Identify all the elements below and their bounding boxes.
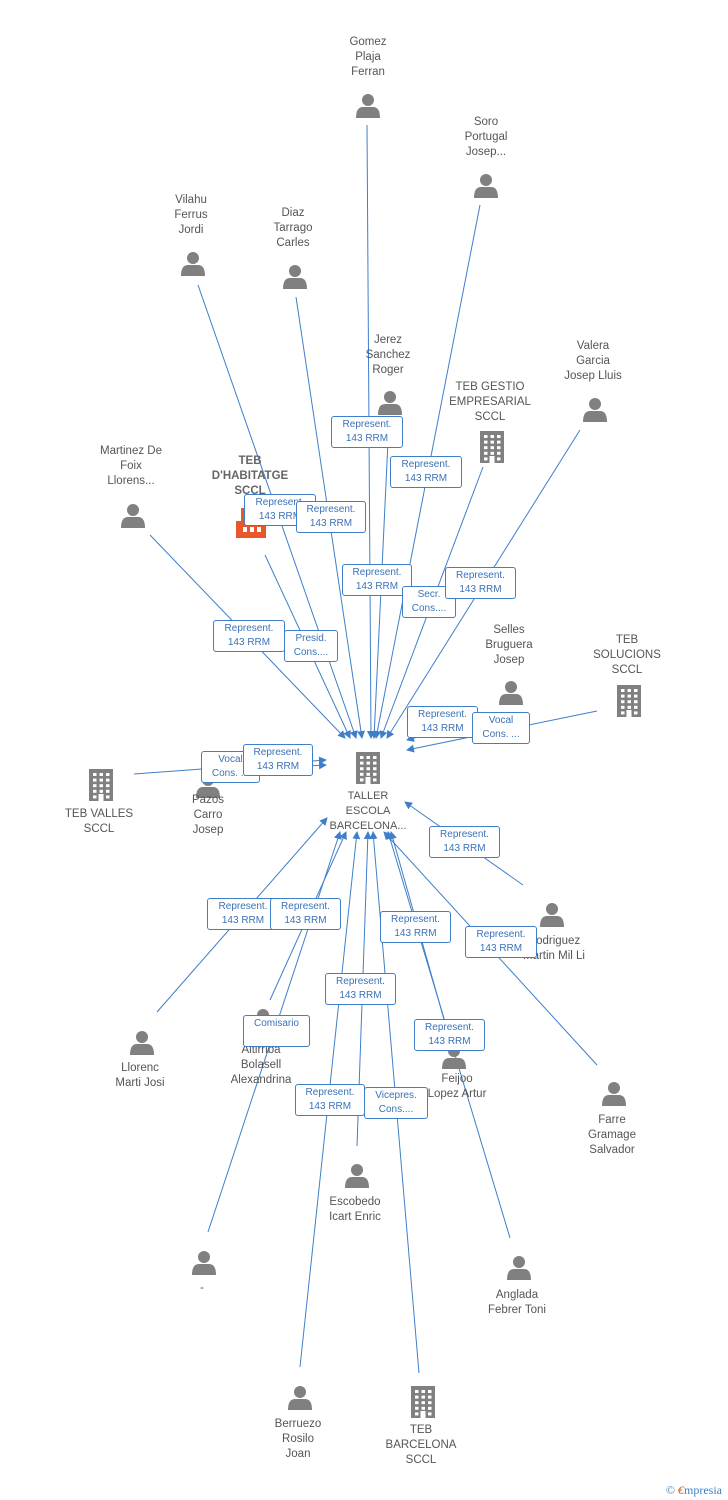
person-icon [356,94,380,118]
node-label-tebhabitatge[interactable]: TEB D'HABITATGE SCCL [211,455,289,497]
edge-label-selles[interactable]: Represent. 143 RRM [407,706,478,738]
person-icon [540,903,564,927]
node-label-gomez[interactable]: Gomez Plaja Ferran [349,36,387,78]
person-icon [378,391,402,415]
node-label-tebvalles[interactable]: TEB VALLES SCCL [64,808,134,835]
brand-logo-e: € [678,1483,684,1497]
edge-label-feijoo[interactable]: Represent. 143 RRM [380,911,451,943]
node-label-berruezo[interactable]: Berruezo Rosilo Joan [274,1418,322,1460]
person-icon [130,1031,154,1055]
person-icon [283,265,307,289]
node-label-center[interactable]: TALLER ESCOLA BARCELONA... [329,790,407,832]
node-label-vilahu[interactable]: Vilahu Ferrus Jordi [174,194,208,236]
edge-label-diaz[interactable]: Represent. 143 RRM [296,501,366,533]
icons-layer [89,94,641,1418]
edge-label-rodriguez[interactable]: Represent. 143 RRM [429,826,500,858]
edge-label-farre[interactable]: Represent. 143 RRM [465,926,537,958]
edge-label-jerez[interactable]: Represent. 143 RRM [342,564,412,596]
edge-label-altirriba[interactable]: Represent. 143 RRM [270,898,341,930]
person-icon [602,1082,626,1106]
edge-label-tebhabitatge[interactable]: Presid. Cons.... [284,630,338,662]
building-icon [356,752,380,784]
edge-label-valera[interactable]: Represent. 143 RRM [445,567,516,599]
node-label-altirriba[interactable]: Altirriba Bolasell Alexandrina [230,1044,292,1086]
footer-brand: © €mpresia [666,1483,722,1498]
building-icon [480,431,504,463]
node-label-valera[interactable]: Valera Garcia Josep Lluis [564,340,622,382]
node-label-diaz[interactable]: Diaz Tarrago Carles [273,207,313,249]
node-label-pazos[interactable]: Pazos Carro Josep [192,794,224,836]
node-label-dash[interactable]: - [200,1282,204,1294]
edge-label-anglada[interactable]: Represent. 143 RRM [414,1019,485,1051]
edge-label-martinez[interactable]: Represent. 143 RRM [213,620,285,652]
person-icon [499,681,523,705]
edge-label-soro[interactable]: Represent. 143 RRM [390,456,462,488]
node-label-llorenc[interactable]: Llorenc Marti Josi [115,1062,165,1089]
edge-label-gomez[interactable]: Represent. 143 RRM [331,416,403,448]
edge-label-tebsolucions[interactable]: Vocal Cons. ... [472,712,530,744]
person-icon [474,174,498,198]
node-label-selles[interactable]: Selles Bruguera Josep [485,624,533,666]
building-icon [617,685,641,717]
node-label-tebbarcelona[interactable]: TEB BARCELONA SCCL [385,1424,457,1466]
node-label-martinez[interactable]: Martinez De Foix Llorens... [100,445,162,487]
node-label-feijoo[interactable]: Feijoo Lopez Artur [427,1073,487,1100]
edge-label-escobedo[interactable]: Represent. 143 RRM [325,973,396,1005]
node-label-tebgestio[interactable]: TEB GESTIO EMPRESARIAL SCCL [449,381,531,423]
person-icon [507,1256,531,1280]
person-icon [583,398,607,422]
person-icon [345,1164,369,1188]
brand-name: mpresia [684,1483,722,1497]
edge-label-llorenc[interactable]: Represent. 143 RRM [207,898,279,930]
copyright-symbol: © [665,1483,675,1497]
person-icon [181,252,205,276]
edge-label-dash[interactable]: Comisario [243,1015,310,1047]
edge-label-tebbarcelona[interactable]: Vicepres. Cons.... [364,1087,428,1119]
node-label-anglada[interactable]: Anglada Febrer Toni [488,1289,546,1316]
node-label-tebsolucions[interactable]: TEB SOLUCIONS SCCL [593,634,661,676]
edge-label-pazos[interactable]: Represent. 143 RRM [243,744,313,776]
node-label-escobedo[interactable]: Escobedo Icart Enric [329,1196,381,1223]
person-icon [121,504,145,528]
person-icon [288,1386,312,1410]
building-icon [411,1386,435,1418]
person-icon [192,1251,216,1275]
node-label-soro[interactable]: Soro Portugal Josep... [464,116,508,158]
building-icon [89,769,113,801]
node-label-jerez[interactable]: Jerez Sanchez Roger [365,334,411,376]
node-label-farre[interactable]: Farre Gramage Salvador [588,1114,636,1156]
edge-label-berruezo[interactable]: Represent. 143 RRM [295,1084,365,1116]
